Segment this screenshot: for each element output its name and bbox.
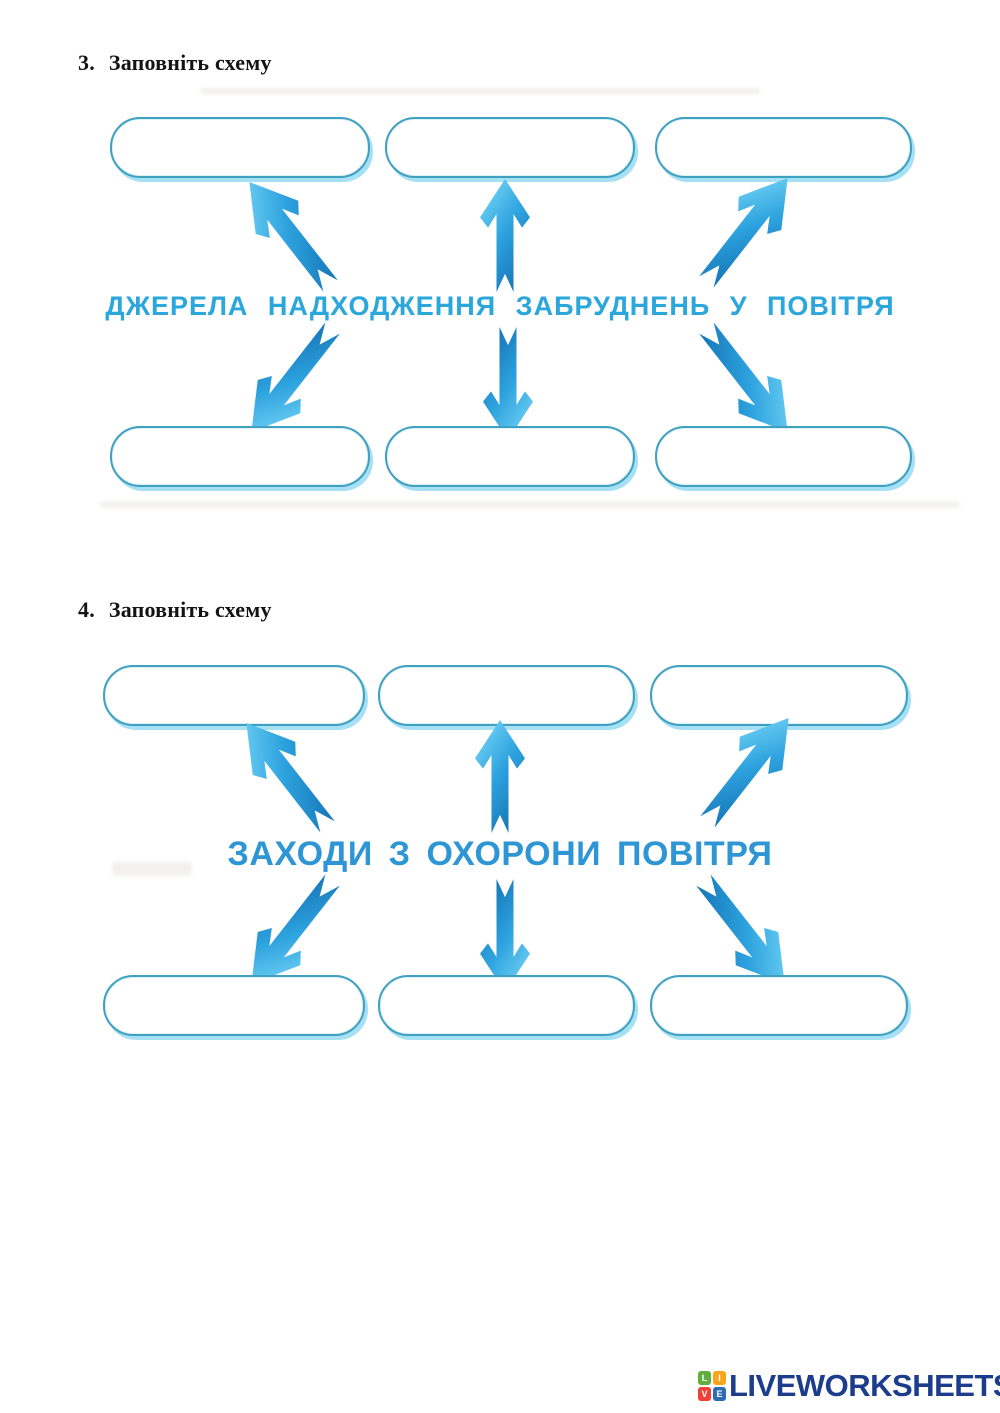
arrow-up-right-icon	[685, 161, 809, 298]
answer-box[interactable]	[655, 117, 912, 178]
answer-box[interactable]	[650, 665, 908, 726]
answer-box[interactable]	[103, 975, 365, 1036]
section-3-title: Заповніть схему	[108, 50, 272, 75]
liveworksheets-logo-text: LIVEWORKSHEETS	[729, 1368, 1000, 1403]
scan-artifact	[112, 862, 192, 876]
answer-box[interactable]	[103, 665, 365, 726]
arrow-down-icon	[483, 327, 533, 440]
scan-artifact	[200, 88, 760, 94]
answer-box[interactable]	[110, 117, 370, 178]
liveworksheets-logo[interactable]: L I V E LIVEWORKSHEETS	[698, 1368, 1000, 1404]
arrow-up-icon	[475, 720, 525, 833]
logo-square-e: E	[713, 1387, 726, 1401]
section-3-number: 3.	[78, 50, 95, 75]
answer-box[interactable]	[650, 975, 908, 1036]
arrow-up-left-icon	[228, 165, 352, 302]
section-4-number: 4.	[78, 597, 95, 622]
section-4-header: 4. Заповніть схему	[78, 597, 272, 623]
arrow-up-icon	[480, 179, 530, 292]
diagram-1-title: ДЖЕРЕЛА НАДХОДЖЕННЯ ЗАБРУДНЕНЬ У ПОВІТРЯ	[105, 291, 895, 321]
answer-box[interactable]	[655, 426, 912, 487]
liveworksheets-logo-icon: L I V E	[698, 1371, 726, 1401]
arrow-up-left-icon	[225, 706, 349, 843]
scan-artifact	[100, 501, 960, 508]
answer-box[interactable]	[385, 426, 635, 487]
diagram-2-title: ЗАХОДИ З ОХОРОНИ ПОВІТРЯ	[227, 835, 773, 873]
answer-box[interactable]	[378, 975, 635, 1036]
logo-square-v: V	[698, 1387, 711, 1401]
logo-square-i: I	[713, 1371, 726, 1385]
logo-square-l: L	[698, 1371, 711, 1385]
answer-box[interactable]	[378, 665, 635, 726]
answer-box[interactable]	[385, 117, 635, 178]
section-3-header: 3. Заповніть схему	[78, 50, 272, 76]
answer-box[interactable]	[110, 426, 370, 487]
section-4-title: Заповніть схему	[108, 597, 272, 622]
